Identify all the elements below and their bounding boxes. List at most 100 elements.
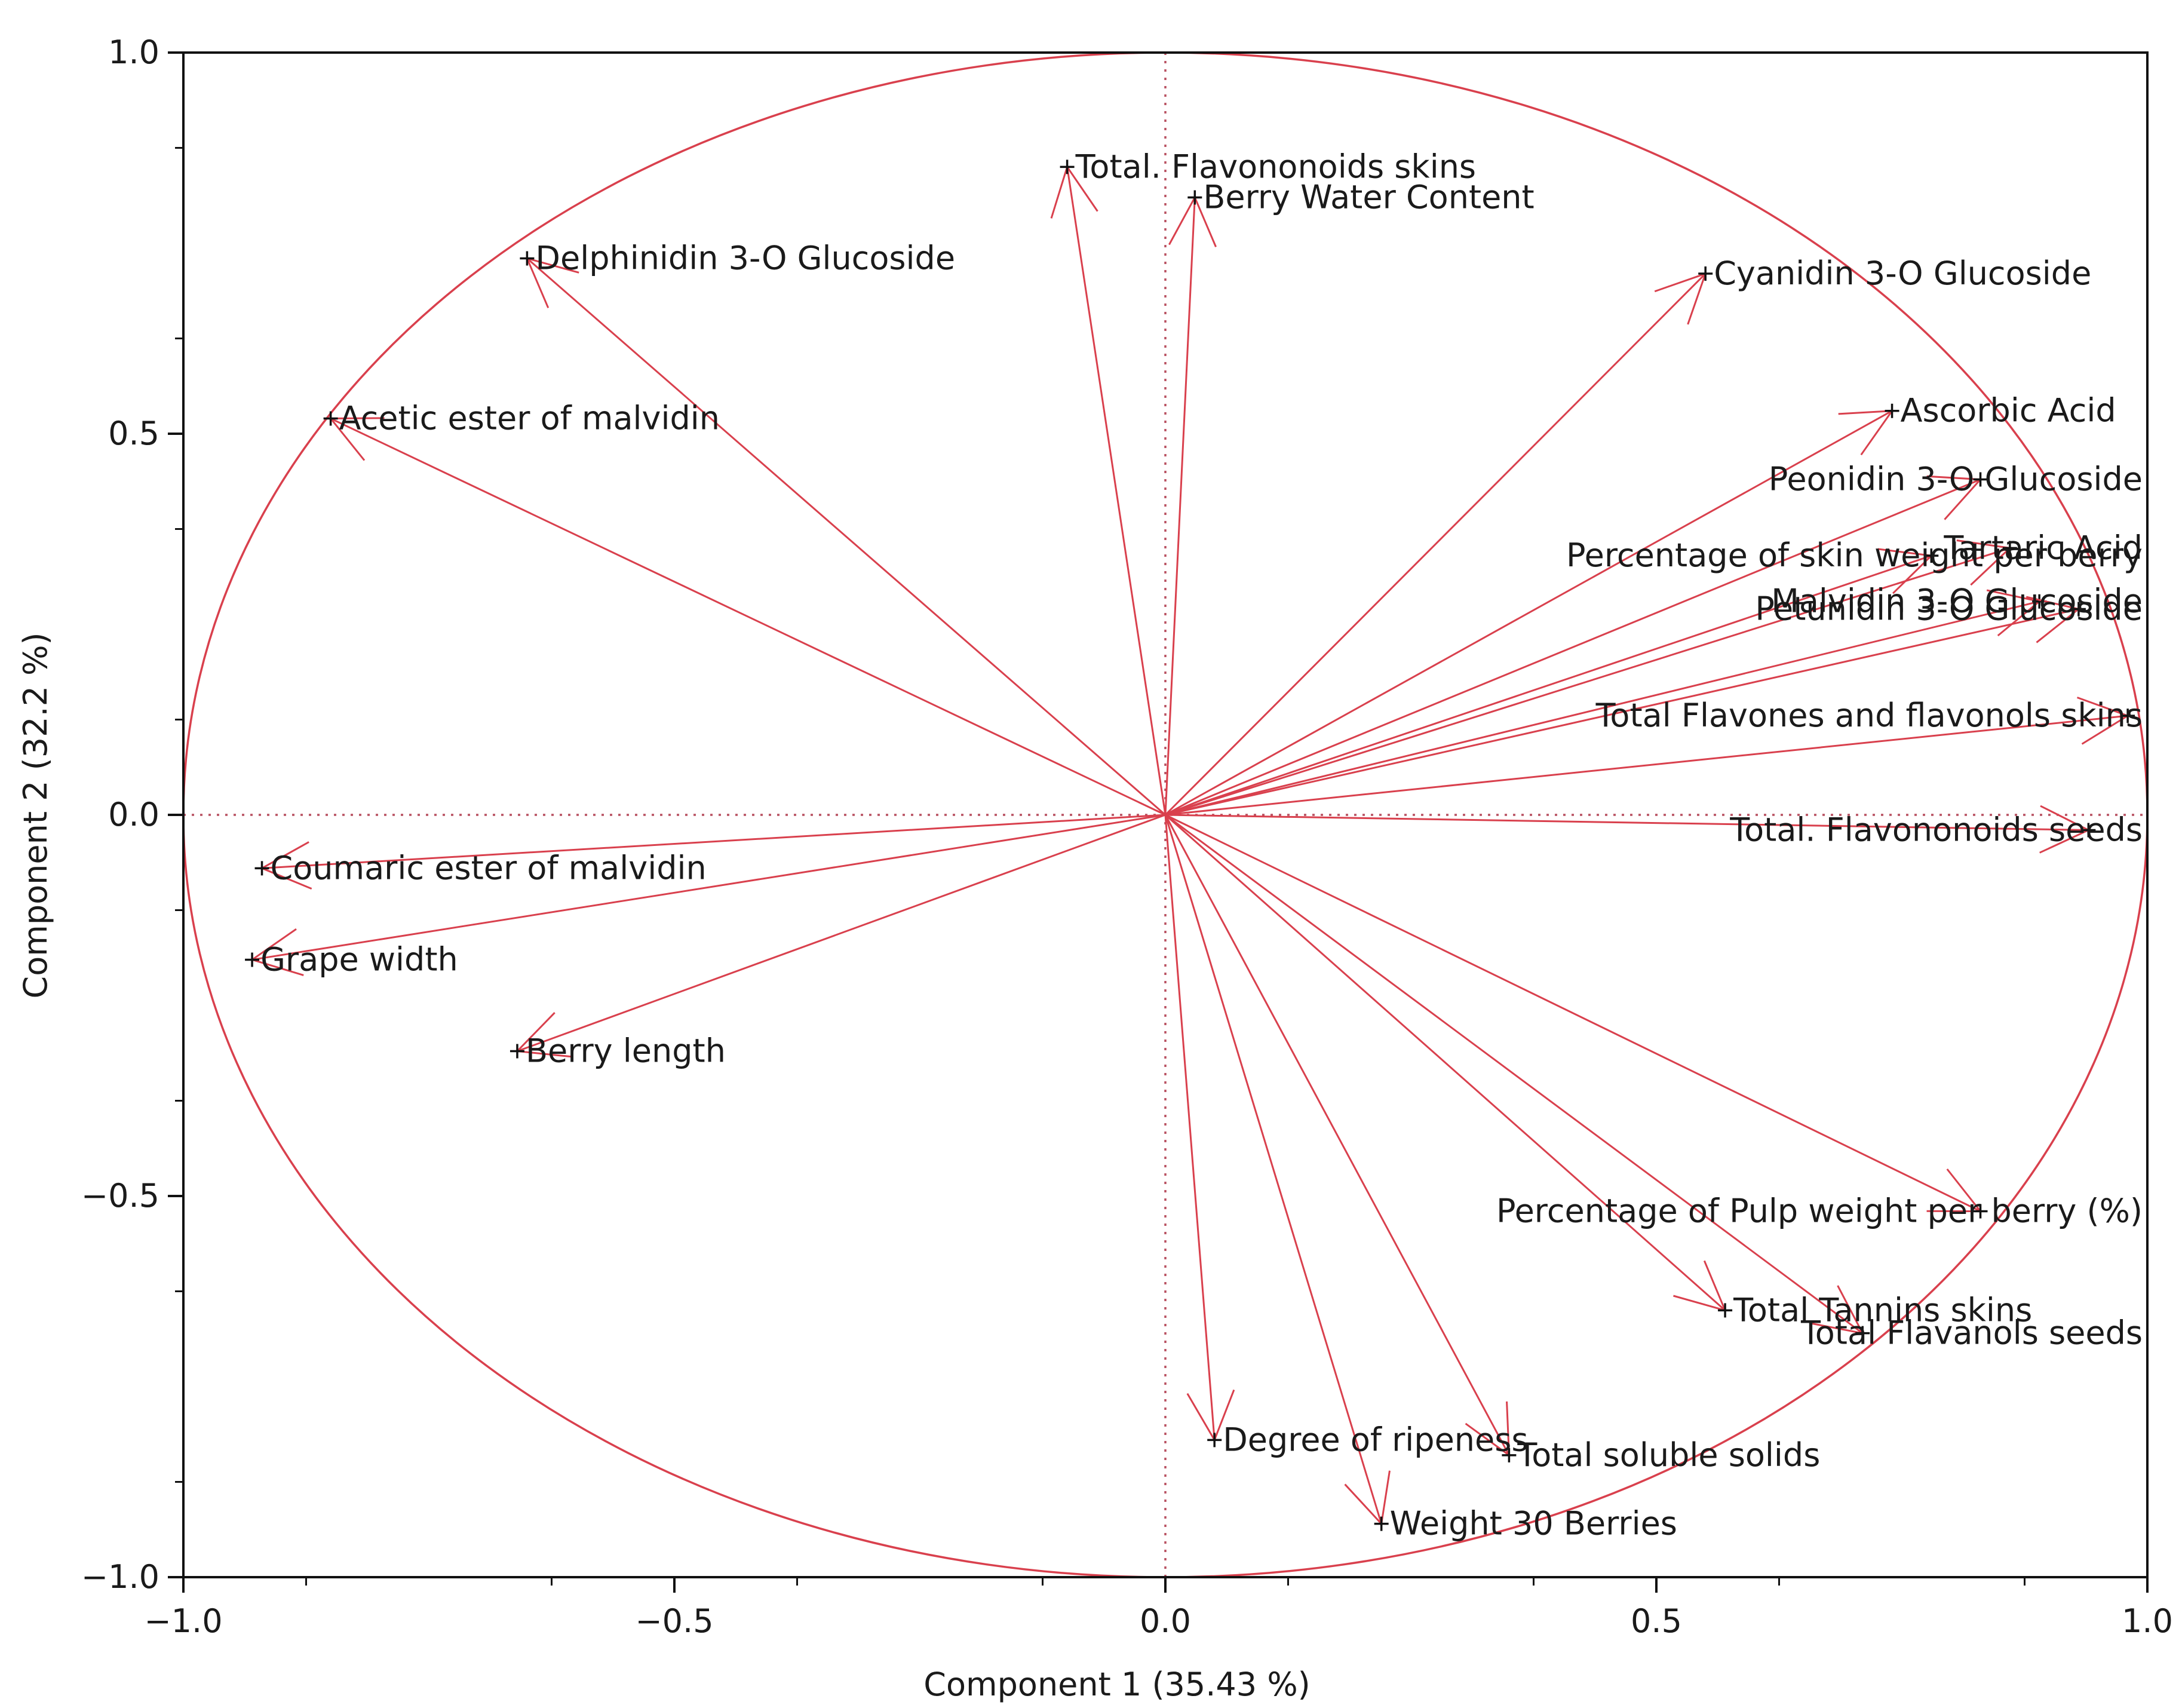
vector-arrowhead (261, 867, 312, 890)
loading-label: Berry Water Content (1203, 178, 1534, 216)
loading-label: Cyanidin 3-O Glucoside (1714, 254, 2091, 292)
loading-label: Delphinidin 3-O Glucoside (535, 240, 955, 277)
loading-point-marker (2002, 541, 2017, 556)
y-tick-label: −0.5 (81, 1177, 159, 1215)
vector-arrowhead (1344, 1483, 1382, 1525)
vector-arrowhead (1860, 410, 1893, 456)
loading-point-marker (1698, 266, 1713, 281)
loading-point-marker (2071, 602, 2086, 617)
vector-arrowhead (2040, 805, 2089, 831)
loading-vector (1165, 479, 1981, 816)
loading-point-marker (1060, 160, 1075, 174)
vector-arrowhead (1838, 410, 1892, 415)
vector-arrowhead (1926, 475, 1981, 481)
y-tick-label: 1.0 (108, 33, 159, 71)
loading-label: Coumaric ester of malvidin (271, 849, 707, 887)
loading-vector (1164, 814, 1383, 1525)
loading-vector (1165, 814, 1726, 1311)
loading-vector (1165, 547, 2011, 816)
loading-vector (526, 257, 1166, 816)
loading-point-marker (1973, 1204, 1988, 1219)
vector-arrowhead (517, 1050, 571, 1058)
loading-point-marker (245, 952, 260, 967)
loading-vector (1165, 600, 2040, 816)
loading-label: Acetic ester of malvidin (339, 399, 720, 437)
loading-vector (1164, 197, 1196, 815)
loading-label: Weight 30 Berries (1390, 1505, 1677, 1543)
vector-arrowhead (1506, 1401, 1510, 1455)
y-tick-label: −1.0 (81, 1558, 159, 1596)
vector-arrowhead (2036, 608, 2079, 643)
vector-arrowhead (251, 928, 297, 961)
loading-label: Ascorbic Acid (1901, 392, 2116, 430)
loading-vector (1164, 814, 1510, 1456)
loading-point-marker (510, 1044, 524, 1059)
loading-vector (251, 814, 1166, 961)
vector-arrowhead (1892, 555, 1932, 594)
loading-point-marker (1207, 1433, 1222, 1448)
vector-arrowhead (1837, 1285, 1864, 1334)
loading-label: Malvidin 3-O Glucoside (1771, 582, 2143, 620)
loading-point-marker (1885, 403, 1899, 418)
loading-point-marker (520, 251, 535, 266)
loading-vector (1164, 814, 1216, 1440)
loading-point-marker (2081, 823, 2096, 838)
loading-vector (1164, 272, 1707, 816)
loading-label: Total Tannins skins (1733, 1291, 2032, 1329)
x-tick-label: 0.5 (1631, 1602, 1682, 1640)
loading-label: Degree of ripeness (1223, 1421, 1528, 1458)
vector-arrowhead (1168, 197, 1196, 246)
loading-label: Grape width (260, 940, 458, 978)
x-tick-label: −1.0 (144, 1602, 222, 1640)
vector-arrowhead (330, 417, 385, 419)
loading-label: Petunidin 3-O Glucoside (1755, 590, 2143, 627)
vector-arrowhead (2039, 829, 2089, 854)
vector-arrowhead (1654, 272, 1706, 293)
y-tick-label: 0.5 (108, 415, 159, 452)
loading-point-marker (1855, 1326, 1870, 1341)
loading-vector (1165, 715, 2128, 816)
loading-point-marker (1924, 548, 1939, 563)
loading-label: Total soluble solids (1517, 1436, 1820, 1474)
loading-label: Total. Flavononoids seeds (1729, 811, 2143, 849)
x-axis-title: Component 1 (35.43 %) (923, 1666, 1310, 1703)
vector-arrowhead (526, 257, 550, 308)
loading-point-marker (2120, 709, 2135, 723)
loading-point-marker (1374, 1516, 1389, 1531)
y-axis-title: Component 2 (32.2 %) (17, 632, 54, 998)
loading-vector (1165, 814, 2089, 832)
vector-arrowhead (251, 959, 304, 976)
vector-arrowhead (2026, 596, 2079, 610)
y-tick-label: 0.0 (108, 796, 159, 833)
vector-arrowhead (1213, 1389, 1235, 1440)
vector-arrowhead (1050, 166, 1069, 219)
loading-vector (1165, 814, 1864, 1334)
loading-point-marker (1718, 1303, 1733, 1318)
x-tick-label: 1.0 (2122, 1602, 2173, 1640)
loading-point-marker (323, 411, 338, 426)
loading-vector (1165, 608, 2079, 816)
loading-label: Total Flavanols seeds (1800, 1314, 2143, 1352)
loading-vector (1066, 167, 1167, 815)
loading-vector (1165, 814, 1981, 1212)
vector-arrowhead (2081, 715, 2128, 745)
loading-point-marker (254, 861, 269, 876)
loading-point-marker (1973, 472, 1988, 487)
loading-label: Total. Flavononoids skins (1075, 148, 1476, 185)
vector-arrowhead (1944, 479, 1981, 520)
loading-vector (262, 814, 1166, 869)
loading-point-marker (1187, 190, 1202, 205)
vector-arrowhead (1877, 548, 1932, 557)
vector-arrowhead (1186, 1393, 1216, 1441)
vector-arrowhead (1946, 1168, 1981, 1212)
loading-label: Tartaric Acid (1943, 529, 2143, 566)
vector-arrowhead (2076, 697, 2128, 717)
vector-arrowhead (1066, 166, 1098, 212)
vector-arrowhead (1465, 1422, 1510, 1456)
loading-vector (1165, 410, 1893, 816)
loading-label: Percentage of skin weight per berry (1566, 536, 2143, 574)
loading-vector (517, 814, 1166, 1052)
